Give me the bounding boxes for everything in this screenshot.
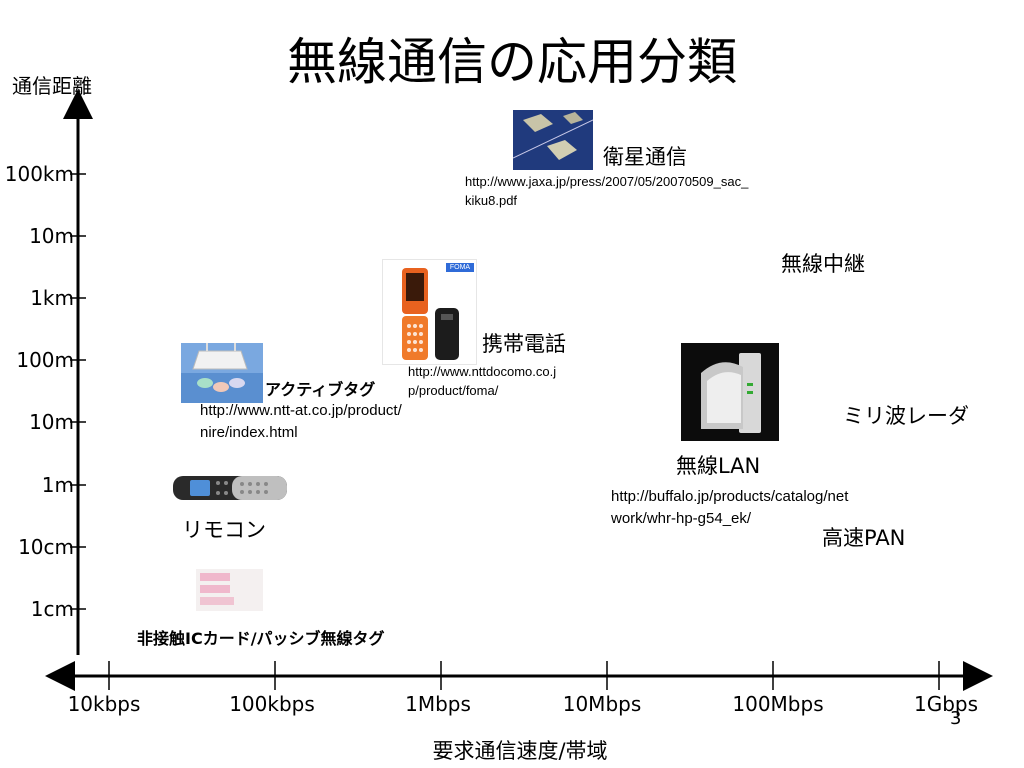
remote-image: [173, 476, 287, 500]
y-tick-label: 10cm: [18, 535, 74, 559]
y-tick-label: 1cm: [30, 597, 74, 621]
y-tick-label: 1m: [41, 473, 74, 497]
mobile-image: FOMA: [382, 259, 477, 365]
x-axis-label: 要求通信速度/帯域: [432, 739, 608, 763]
active-tag-image: [181, 343, 263, 403]
slide-title: 無線通信の応用分類: [287, 33, 737, 91]
wlan-url[interactable]: http://buffalo.jp/products/catalog/netwo…: [611, 488, 849, 527]
x-tick-label: 100kbps: [229, 692, 315, 716]
x-tick-label: 100Mbps: [732, 692, 824, 716]
y-tick-marks: [70, 173, 86, 610]
relay-label: 無線中継: [781, 252, 865, 276]
x-tick-label: 10kbps: [67, 692, 141, 716]
satellite-url[interactable]: http://www.jaxa.jp/press/2007/05/2007050…: [465, 174, 749, 208]
page-number: 3: [950, 708, 962, 729]
wlan-label: 無線LAN: [676, 454, 761, 478]
ic-card-image: [196, 569, 263, 611]
y-tick-label: 100km: [4, 162, 74, 186]
pan-label: 高速PAN: [822, 526, 906, 550]
satellite-image: [513, 110, 593, 170]
x-tick-label: 10Mbps: [562, 692, 642, 716]
y-tick-label: 100m: [16, 348, 74, 372]
mobile-label: 携帯電話: [482, 332, 566, 356]
active-tag-url[interactable]: http://www.ntt-at.co.jp/product/nire/ind…: [200, 402, 402, 441]
mmwave-label: ミリ波レーダ: [843, 404, 969, 428]
active-tag-label: アクティブタグ: [265, 380, 376, 399]
foma-badge: FOMA: [446, 263, 474, 272]
x-tick-label: 1Gbps: [913, 692, 979, 716]
x-tick-marks: [108, 661, 940, 690]
y-tick-label: 10m: [29, 410, 74, 434]
x-tick-label: 1Mbps: [405, 692, 471, 716]
satellite-label: 衛星通信: [603, 145, 687, 169]
wlan-router-image: [681, 343, 779, 441]
remote-label: リモコン: [182, 518, 266, 542]
y-tick-label: 1km: [30, 286, 74, 310]
y-tick-label: 10m: [29, 224, 74, 248]
mobile-url[interactable]: http://www.nttdocomo.co.jp/product/foma/: [408, 364, 557, 398]
ic-card-label: 非接触ICカード/パッシブ無線タグ: [137, 629, 385, 648]
